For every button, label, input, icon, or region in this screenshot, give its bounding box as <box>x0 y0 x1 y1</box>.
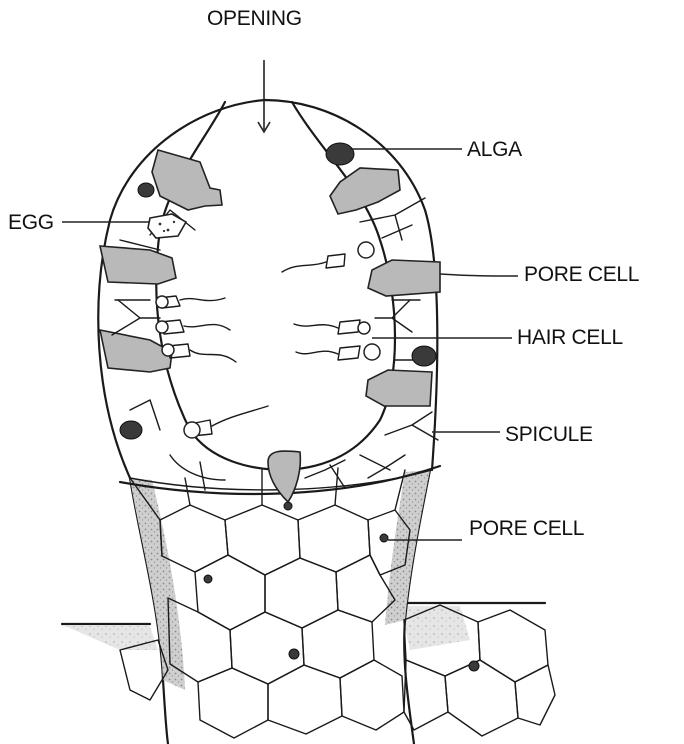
pore-cells-wall <box>100 150 440 502</box>
sponge-body <box>98 100 440 494</box>
base-cells-right <box>120 605 555 736</box>
label-hair-cell: HAIR CELL <box>517 326 623 349</box>
label-pore-cell-lower: PORE CELL <box>469 517 584 540</box>
hair-cells <box>156 242 380 438</box>
label-alga: ALGA <box>467 138 522 161</box>
opening-arrow <box>258 60 270 132</box>
label-opening: OPENING <box>207 7 302 30</box>
sponge-stalk <box>120 468 555 744</box>
label-pore-cell-upper: PORE CELL <box>524 263 639 286</box>
label-egg: EGG <box>8 211 54 234</box>
label-spicule: SPICULE <box>505 423 593 446</box>
